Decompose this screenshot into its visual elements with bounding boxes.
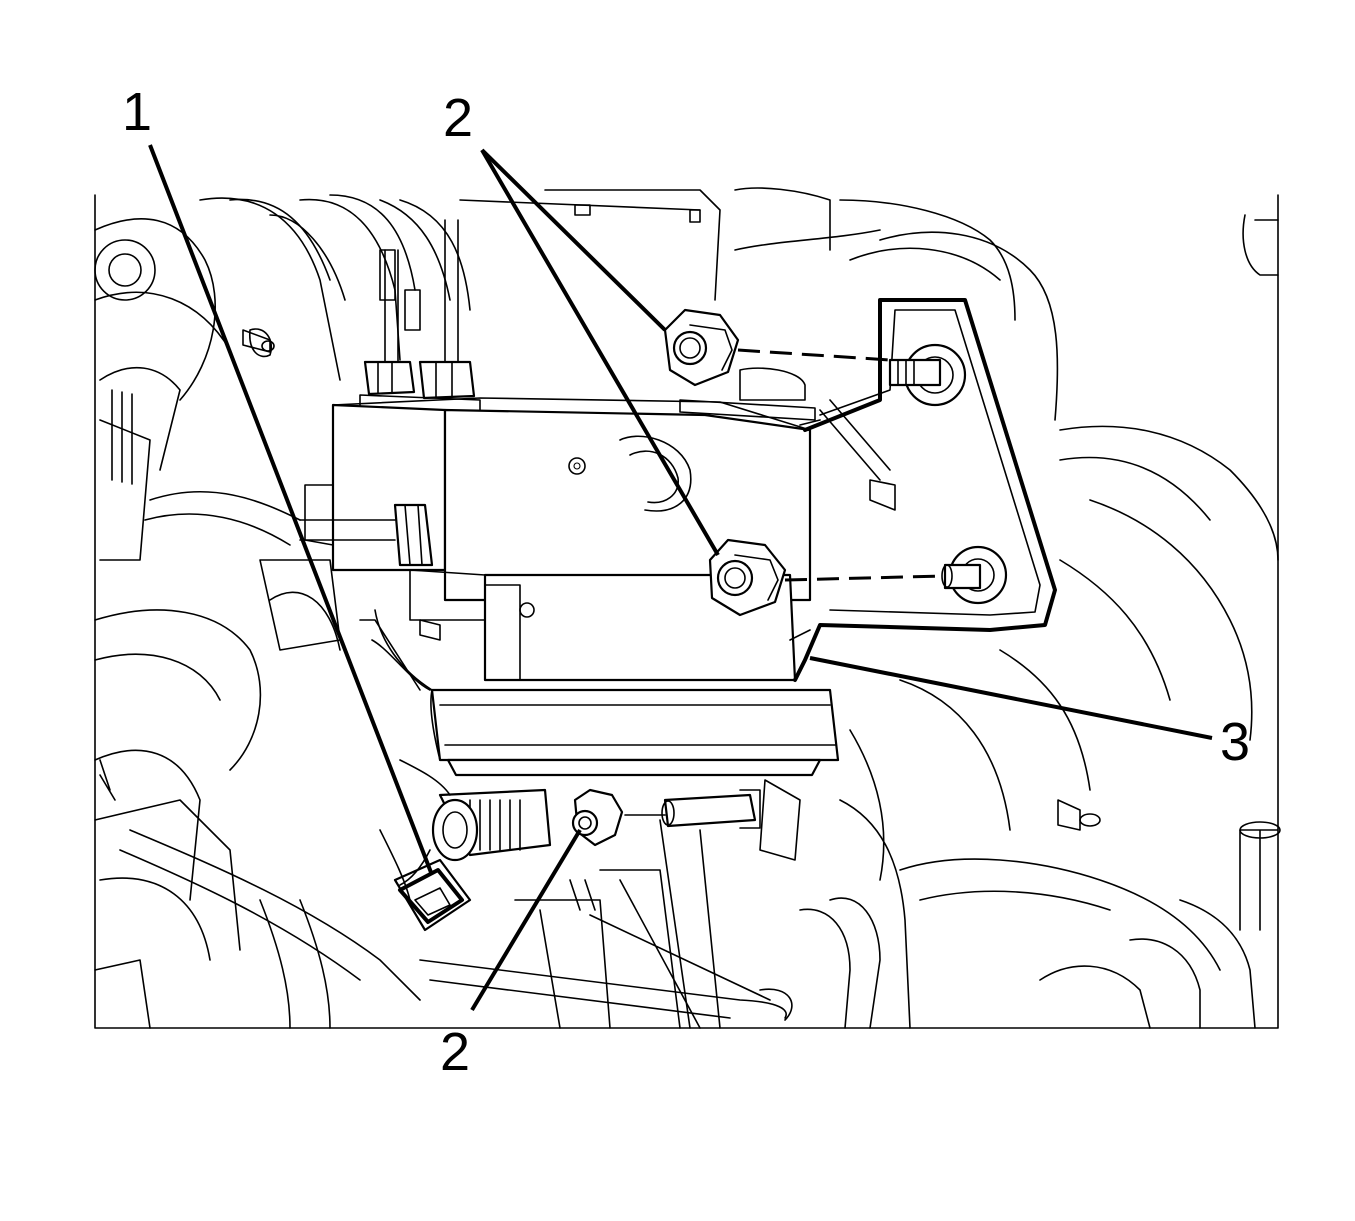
callout-label-2-bottom: 2 bbox=[440, 1022, 470, 1082]
callout-leaders bbox=[148, 144, 1213, 1012]
engine-bay-background bbox=[94, 187, 1281, 1029]
callout-label-2-top: 2 bbox=[443, 88, 473, 148]
leader-2a-middle bbox=[480, 148, 720, 557]
nut-lower bbox=[571, 779, 801, 861]
leader-2a-upper bbox=[480, 148, 667, 332]
leader-2b bbox=[470, 828, 582, 1012]
callout-label-3: 3 bbox=[1220, 712, 1250, 772]
mounting-nuts bbox=[571, 308, 946, 861]
leader-1 bbox=[148, 144, 434, 876]
callout-labels: 1 2 2 3 bbox=[122, 82, 1250, 1082]
callout-label-1: 1 bbox=[122, 82, 152, 142]
electrical-connector bbox=[379, 759, 552, 932]
nut-middle bbox=[708, 538, 946, 617]
abs-mounting-bracket bbox=[789, 298, 1057, 682]
leader-3 bbox=[809, 656, 1213, 740]
nut-upper bbox=[663, 308, 891, 387]
